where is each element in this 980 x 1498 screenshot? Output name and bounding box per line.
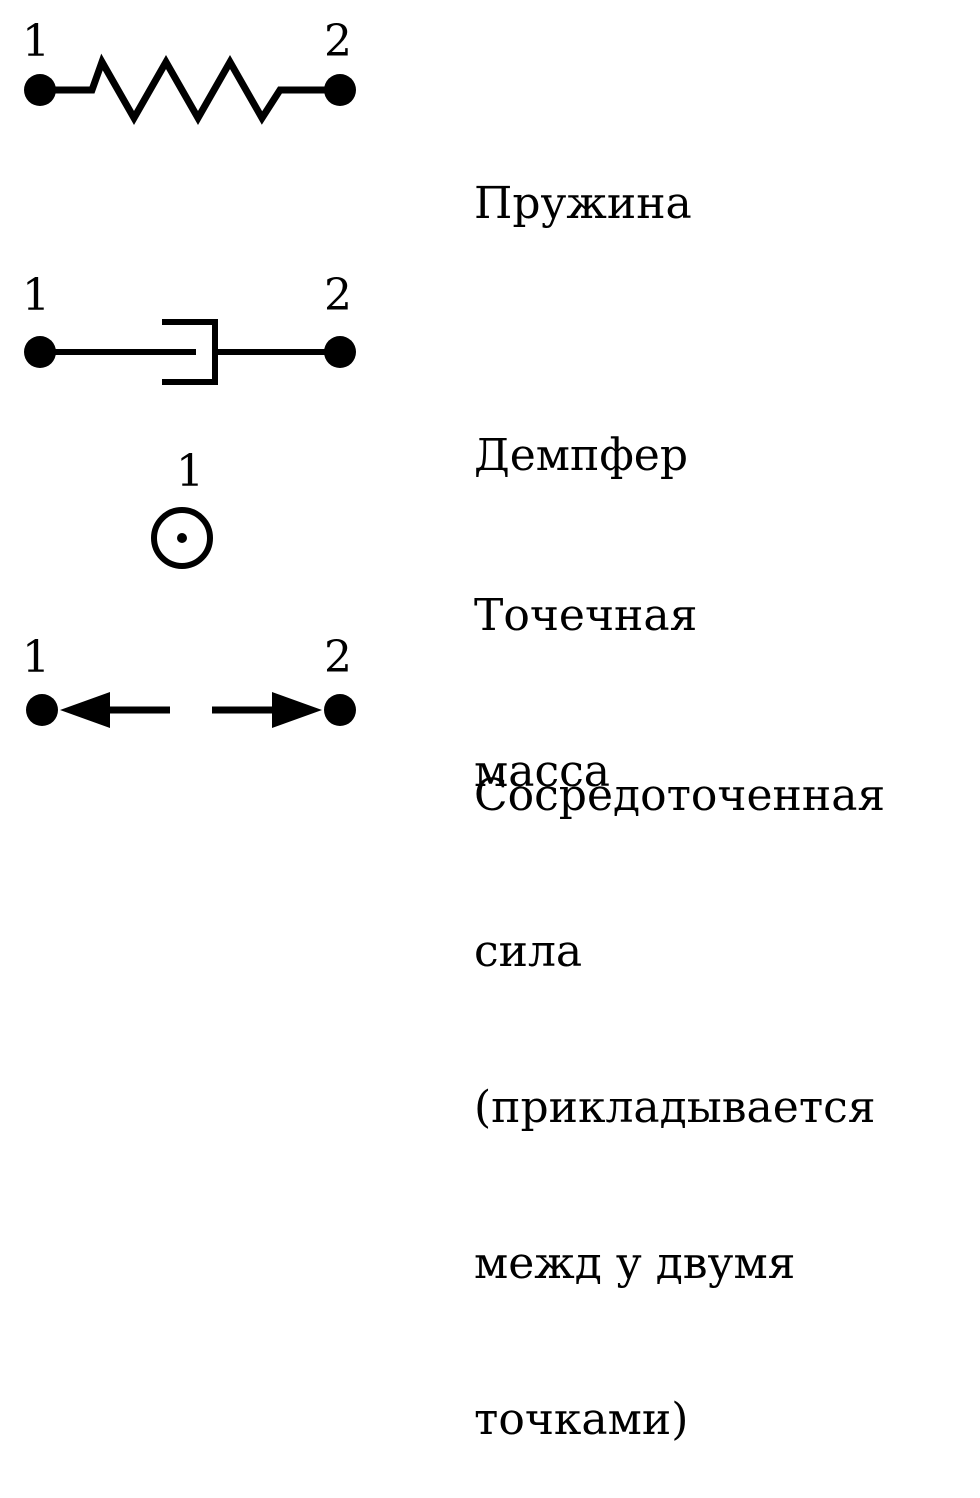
force-label-line-2: сила (474, 926, 583, 977)
force-node-2-label: 2 (324, 632, 352, 683)
spring-label-line: Пружина (474, 178, 692, 229)
damper-icon (40, 319, 340, 385)
damper-node-2-label: 2 (324, 270, 352, 321)
point-mass-node-1-label: 1 (176, 446, 204, 497)
spring-symbol: 1 2 (22, 16, 356, 126)
point-mass-label-line-2: масса (474, 746, 610, 797)
concentrated-force-symbol: 1 2 (22, 632, 356, 728)
damper-node-1-label: 1 (22, 270, 50, 321)
force-node-2 (324, 694, 356, 726)
concentrated-force-icon (60, 692, 322, 728)
force-node-1-label: 1 (22, 632, 50, 683)
point-mass-icon (151, 507, 213, 569)
right-arrow-icon (212, 692, 322, 728)
point-mass-symbol: 1 (151, 446, 213, 569)
spring-node-1-label: 1 (22, 16, 50, 67)
damper-symbol: 1 2 (22, 270, 356, 385)
concentrated-force-label: Сосредоточенная сила (прикладывается меж… (474, 666, 885, 1498)
spring-label: Пружина (474, 74, 692, 282)
left-arrow-icon (60, 692, 170, 728)
force-label-line-4: межд у двумя (474, 1238, 796, 1289)
point-mass-label: Точечная масса (474, 486, 697, 850)
spring-node-2-label: 2 (324, 16, 352, 67)
legend-diagram: 1 2 1 2 1 1 2 (22, 16, 356, 728)
force-node-1 (26, 694, 58, 726)
force-label-line-1: Сосредоточенная (474, 770, 886, 821)
spring-icon (40, 53, 340, 126)
damper-label: Демпфер (474, 326, 688, 534)
force-label-line-3: (прикладывается (474, 1082, 876, 1133)
damper-label-line: Демпфер (474, 430, 689, 481)
force-label-line-5: точками) (474, 1394, 689, 1445)
point-mass-label-line-1: Точечная (474, 590, 698, 641)
